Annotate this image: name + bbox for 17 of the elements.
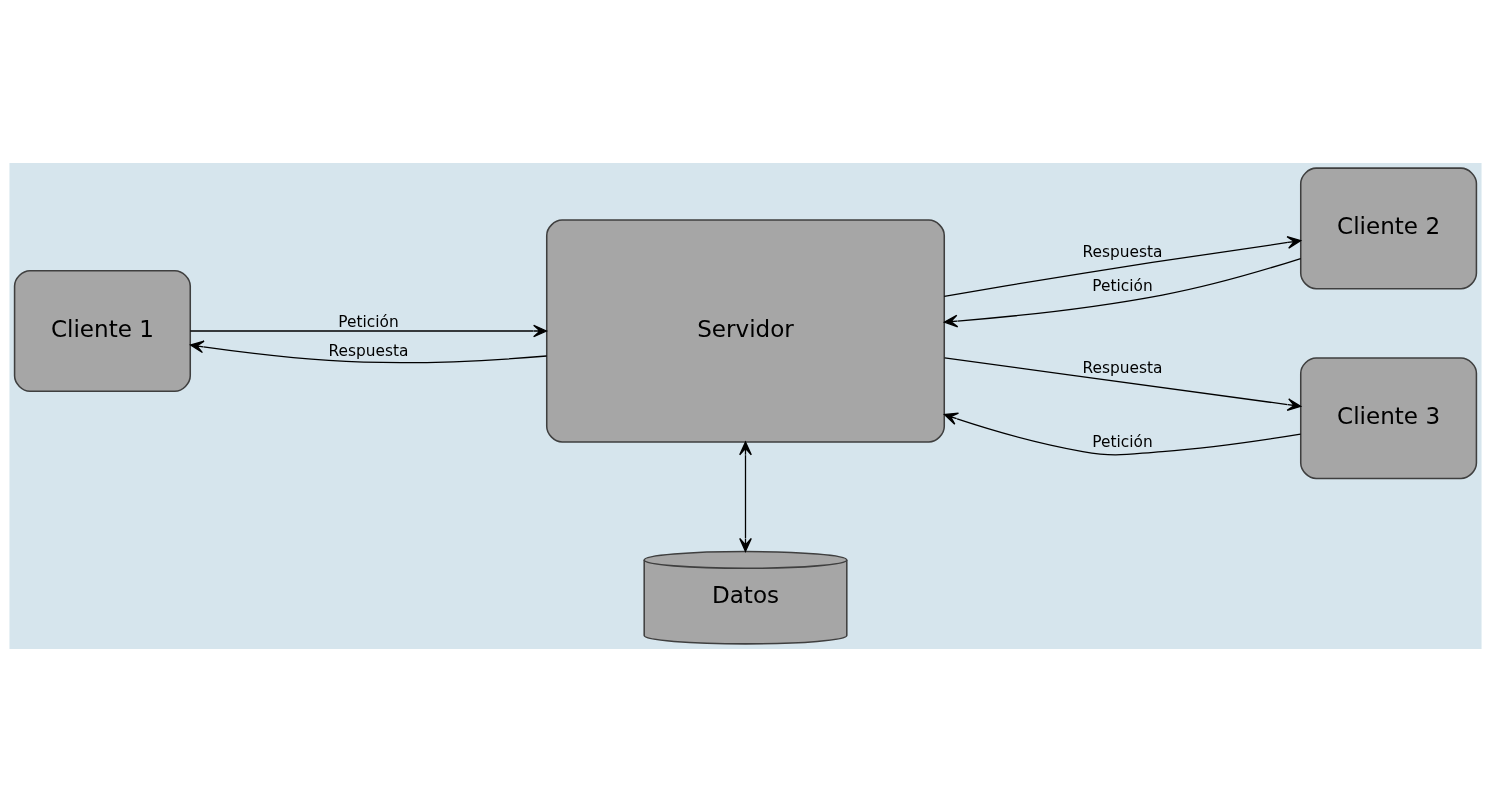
edge-label: Petición <box>1092 276 1153 295</box>
arrow <box>943 235 1302 297</box>
arrow <box>944 356 1302 411</box>
node-box: Servidor <box>545 218 946 443</box>
node-box: Cliente 2 <box>1300 166 1478 289</box>
edge-label: Respuesta <box>1082 358 1163 377</box>
node-box: Cliente 1 <box>13 269 191 392</box>
arrow <box>189 340 548 363</box>
edge-label: Respuesta <box>1082 242 1163 261</box>
arrow <box>943 257 1302 327</box>
arrow <box>943 412 1302 455</box>
arrow <box>189 324 548 337</box>
node-box: Cliente 3 <box>1300 356 1478 479</box>
edge-label: Petición <box>1092 432 1153 451</box>
edge-label: Respuesta <box>328 341 409 360</box>
edge-label: Petición <box>338 312 399 331</box>
arrow <box>739 440 752 552</box>
